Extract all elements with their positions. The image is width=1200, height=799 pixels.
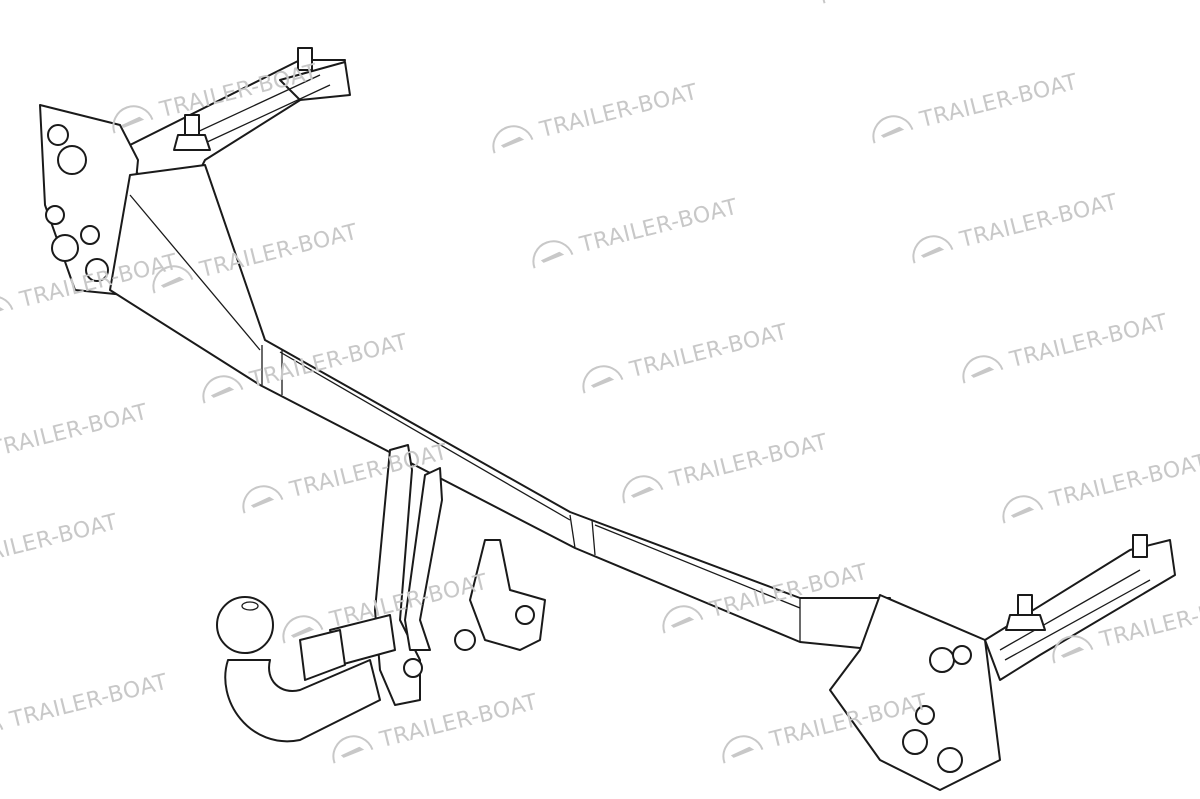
tow-ball-neck [216, 596, 381, 743]
right-bracket-plate [829, 594, 1001, 791]
left-mounting-arm [119, 47, 351, 201]
right-mounting-arm [984, 534, 1176, 681]
left-bracket-plate [39, 104, 139, 296]
tow-ball [216, 596, 274, 654]
